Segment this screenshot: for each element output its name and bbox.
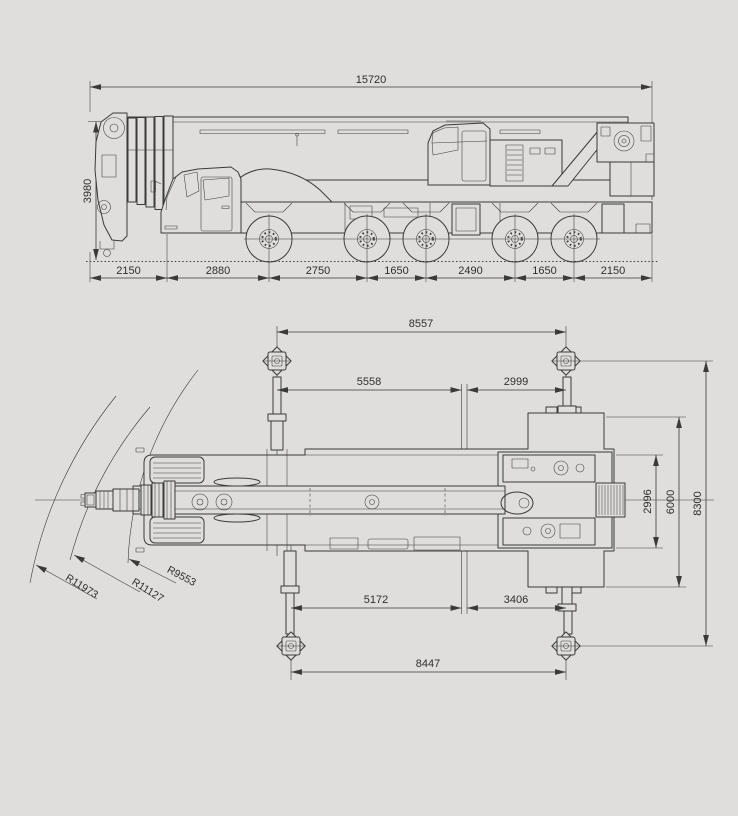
dim-overall-length: 15720 xyxy=(89,74,653,200)
counterweight xyxy=(609,161,655,197)
radius-label-outer: R11973 xyxy=(63,572,100,601)
dim-label-segment: 1650 xyxy=(384,265,408,277)
engine-deck xyxy=(489,139,563,187)
dim-label-top-span-rear: 2999 xyxy=(504,376,528,388)
outrigger-pad xyxy=(276,631,306,661)
radius-label-inner: R9553 xyxy=(165,564,198,589)
swing-arc-outer xyxy=(29,395,117,584)
crane-plan-drawing xyxy=(80,406,626,594)
dim-label-bottom-span-total: 8447 xyxy=(416,658,440,670)
dim-top-span-rear: 2999 xyxy=(467,376,566,393)
dim-label-segment: 2880 xyxy=(206,265,230,277)
dim-label-segment: 2150 xyxy=(116,265,140,277)
fender-left xyxy=(213,477,261,487)
outrigger-pad xyxy=(551,346,581,376)
radius-label-mid: R11127 xyxy=(129,576,165,605)
dim-bottom-span-front: 5172 xyxy=(291,594,462,611)
superstructure xyxy=(427,120,655,197)
outrigger-pad xyxy=(262,346,292,376)
swing-arc-mid xyxy=(69,406,151,561)
dim-label-overall-height: 3980 xyxy=(82,179,94,203)
dim-label-segment: 2490 xyxy=(458,265,482,277)
carrier xyxy=(150,133,653,236)
outrigger-front-bottom xyxy=(280,550,300,635)
crane-side-drawing xyxy=(86,112,658,263)
dim-support-base-mid: 6000 xyxy=(606,416,686,588)
dim-support-base-outer: 8300 xyxy=(580,360,713,647)
dim-label-segment: 1650 xyxy=(532,265,556,277)
dim-top-span-total: 8557 xyxy=(277,318,566,335)
dim-label-overall-length: 15720 xyxy=(356,74,387,86)
outrigger-pad xyxy=(551,631,581,661)
outrigger-box-rear xyxy=(601,203,625,234)
swing-radius-labels: R11973 R11127 R9553 xyxy=(35,554,198,605)
dim-label-top-span-total: 8557 xyxy=(409,318,433,330)
dim-label-segment: 2750 xyxy=(306,265,330,277)
boom-head xyxy=(94,112,128,257)
side-view: 15720 3980 xyxy=(82,74,658,282)
superstructure-plan xyxy=(497,451,626,549)
dim-label-bottom-span-front: 5172 xyxy=(364,594,388,606)
outrigger-front-top xyxy=(267,376,287,451)
dim-label-top-span-front: 5558 xyxy=(357,376,381,388)
engine-grille xyxy=(595,482,626,518)
boom-plan xyxy=(80,480,534,520)
dim-bottom-span-rear: 3406 xyxy=(467,594,566,611)
cab-roof-right xyxy=(149,516,205,544)
dim-label-vehicle-width: 2996 xyxy=(642,489,654,513)
outriggers xyxy=(262,346,581,661)
dim-bottom-span-total: 8447 xyxy=(291,658,566,675)
outrigger-rear-bottom xyxy=(557,586,577,635)
cab-roof-left xyxy=(149,456,205,484)
dim-label-support-base-mid: 6000 xyxy=(665,490,677,514)
dim-label-bottom-span-rear: 3406 xyxy=(504,594,528,606)
plan-view: 8557 5558 2999 5172 3406 8447 2996 6000 … xyxy=(29,318,714,680)
dim-vehicle-width: 2996 xyxy=(616,454,663,549)
outrigger-rear-top xyxy=(557,376,577,414)
fender-right xyxy=(213,513,261,523)
outrigger-box-front xyxy=(451,203,481,236)
dim-top-span-front: 5558 xyxy=(277,376,462,393)
dim-label-segment: 2150 xyxy=(601,265,625,277)
dim-axle-spacing: 2150 2880 2750 1650 2490 1650 2150 xyxy=(89,214,653,282)
dim-label-support-base-outer: 8300 xyxy=(692,491,704,515)
